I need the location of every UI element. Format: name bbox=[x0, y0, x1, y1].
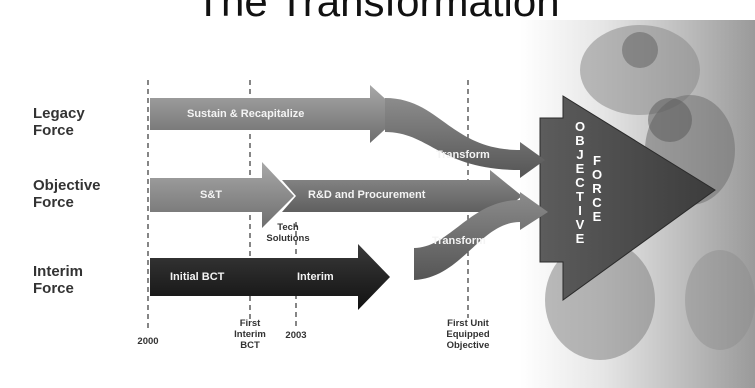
milestone-line: First bbox=[239, 318, 261, 329]
label-line: Solutions bbox=[266, 233, 310, 244]
vertical-letter: E bbox=[592, 209, 602, 224]
milestone-2000: 2000 bbox=[137, 336, 159, 347]
soldier-photo-background bbox=[520, 20, 755, 388]
vertical-letter: E bbox=[575, 161, 585, 176]
vertical-letter: B bbox=[575, 133, 585, 148]
milestone-line: BCT bbox=[240, 340, 260, 351]
vertical-letter: V bbox=[575, 217, 585, 232]
row-label-interim: Interim Force bbox=[33, 263, 83, 297]
row-label-line: Legacy bbox=[33, 105, 85, 122]
row-label-objective: Objective Force bbox=[33, 177, 101, 211]
label-transform-top: Transform bbox=[436, 149, 490, 161]
label-tech-solutions: Tech Solutions bbox=[258, 222, 318, 244]
interim-arrow bbox=[150, 244, 390, 310]
vertical-letter: T bbox=[576, 189, 584, 204]
row-label-legacy: Legacy Force bbox=[33, 105, 85, 139]
rd-procurement-arrow bbox=[282, 170, 522, 222]
page-title: The Transformation bbox=[195, 0, 560, 25]
milestone-line: Interim bbox=[234, 329, 266, 340]
st-arrow bbox=[150, 162, 294, 228]
vertical-letter: E bbox=[575, 231, 585, 246]
milestone-2003: 2003 bbox=[285, 330, 307, 341]
row-label-line: Force bbox=[33, 194, 74, 211]
vertical-letter: J bbox=[576, 147, 584, 162]
sustain-recapitalize-arrow bbox=[150, 85, 402, 143]
row-label-line: Objective bbox=[33, 177, 101, 194]
label-transform-bottom: Transform bbox=[432, 235, 486, 247]
milestone-first-interim-bct: First Interim BCT bbox=[220, 318, 280, 351]
row-label-line: Interim bbox=[33, 263, 84, 280]
vertical-letter: O bbox=[574, 119, 586, 134]
milestone-line: Objective bbox=[446, 340, 490, 351]
milestone-line: First Unit bbox=[447, 318, 489, 329]
label-sustain-recapitalize: Sustain & Recapitalize bbox=[187, 108, 305, 120]
vertical-letter: I bbox=[578, 203, 582, 218]
vertical-letter: C bbox=[575, 175, 585, 190]
vertical-letter: C bbox=[592, 195, 602, 210]
objective-force-big-arrow bbox=[539, 95, 716, 301]
label-initial-bct: Initial BCT bbox=[170, 271, 225, 283]
label-st: S&T bbox=[200, 189, 222, 201]
vertical-letter: O bbox=[591, 167, 603, 182]
vertical-letter: F bbox=[593, 153, 601, 168]
label-rd-procurement: R&D and Procurement bbox=[308, 189, 426, 201]
transform-bottom-curve bbox=[414, 192, 548, 280]
label-line: Tech bbox=[277, 222, 299, 233]
milestone-line: Equipped bbox=[446, 329, 490, 340]
row-label-line: Force bbox=[33, 122, 74, 139]
milestone-first-unit-equipped-objective: First Unit Equipped Objective bbox=[430, 318, 506, 351]
vertical-letter: R bbox=[592, 181, 602, 196]
row-label-line: Force bbox=[33, 280, 74, 297]
label-interim: Interim bbox=[297, 271, 334, 283]
transform-top-curve bbox=[385, 98, 545, 178]
